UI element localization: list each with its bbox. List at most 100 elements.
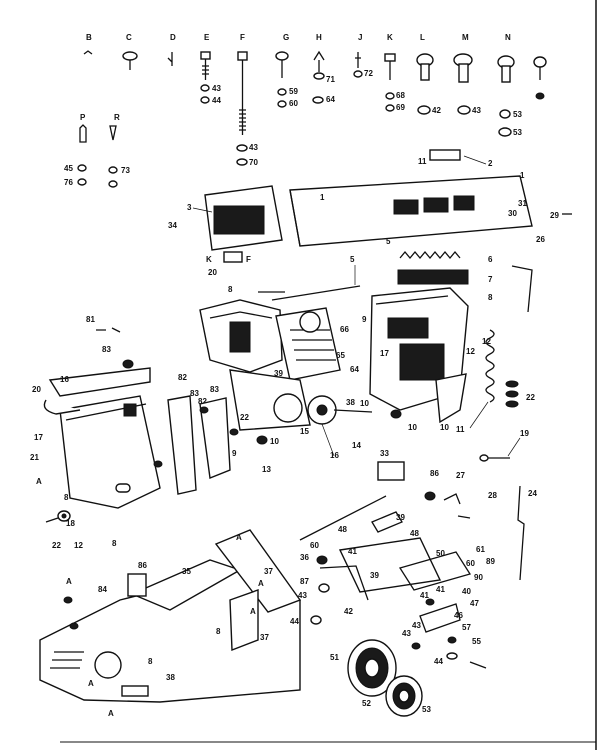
engine-assembly: 66 65 64 39 10 15 16 14 38 13 9 22 83 82 bbox=[198, 299, 373, 474]
callout-label: 43 bbox=[402, 629, 411, 638]
callout-label: 8 bbox=[64, 493, 69, 502]
callout-label: 64 bbox=[326, 95, 335, 104]
nut-icon bbox=[200, 84, 210, 92]
callout-label: 66 bbox=[340, 325, 349, 334]
panel-label: 1 bbox=[320, 193, 325, 202]
column-label-d: D bbox=[170, 33, 176, 42]
callout-label: 38 bbox=[166, 673, 175, 682]
wrench-icon bbox=[511, 265, 533, 313]
callout-label: 53 bbox=[513, 110, 522, 119]
nut-icon bbox=[385, 92, 395, 100]
carriage-bolt-l-icon bbox=[416, 53, 434, 81]
nut-icon bbox=[353, 70, 363, 78]
bracket-k: K F 20 bbox=[206, 251, 251, 277]
callout-label: 8 bbox=[488, 293, 493, 302]
air-cleaner bbox=[299, 311, 321, 333]
callout-label: 41 bbox=[420, 591, 429, 600]
callout-label: 87 bbox=[300, 577, 309, 586]
engine-head bbox=[275, 307, 341, 381]
spring-icon bbox=[485, 329, 495, 403]
foot-plate bbox=[121, 685, 149, 697]
mount-block bbox=[127, 573, 147, 597]
spring-icon bbox=[399, 250, 461, 260]
linkage-plate bbox=[338, 537, 442, 593]
callout-label: 41 bbox=[436, 585, 445, 594]
callout-label: 86 bbox=[138, 561, 147, 570]
control-panel-assembly: 1 11 2 1 5 31 30 29 bbox=[289, 149, 572, 247]
callout-label: 11 bbox=[418, 157, 427, 166]
callout-label: 40 bbox=[462, 587, 471, 596]
column-label-n: N bbox=[505, 33, 511, 42]
pulley-small: 53 bbox=[385, 675, 431, 717]
pin-r-icon bbox=[109, 125, 117, 141]
nut-icon bbox=[411, 642, 421, 650]
side-arm bbox=[214, 529, 302, 613]
panel-slot bbox=[393, 199, 419, 215]
callout-label: 22 bbox=[526, 393, 535, 402]
callout-label: 31 bbox=[518, 199, 527, 208]
callout-label: 17 bbox=[34, 433, 43, 442]
callout-label: 39 bbox=[274, 369, 283, 378]
callout-label: 81 bbox=[86, 315, 95, 324]
callout-label: 43 bbox=[298, 591, 307, 600]
throttle-rod: 8 5 bbox=[228, 255, 361, 301]
shroud-vent bbox=[387, 317, 429, 339]
washer-icon bbox=[200, 96, 210, 104]
coil-spring: 12 11 bbox=[456, 329, 495, 434]
hardware-row-2: P R 45 76 73 bbox=[64, 113, 130, 188]
callout-label: 42 bbox=[344, 607, 353, 616]
callout-label: 43 bbox=[412, 621, 421, 630]
nut-icon bbox=[499, 109, 511, 119]
callout-label: 8 bbox=[148, 657, 153, 666]
column-label-h: H bbox=[316, 33, 322, 42]
callout-label: 48 bbox=[338, 525, 347, 534]
callout-label: 50 bbox=[436, 549, 445, 558]
callout-label: 10 bbox=[440, 423, 449, 432]
washer-icon bbox=[236, 158, 248, 166]
callout-label: 47 bbox=[470, 599, 479, 608]
callout-label: 73 bbox=[121, 166, 130, 175]
letter-marker: A bbox=[258, 579, 264, 588]
lower-arm bbox=[229, 589, 259, 652]
callout-label: 24 bbox=[528, 489, 537, 498]
callout-label: 82 bbox=[198, 397, 207, 406]
wing-nut-h-icon bbox=[313, 50, 325, 80]
bracket-33: 33 bbox=[377, 449, 405, 481]
letter-marker: A bbox=[66, 577, 72, 586]
callout-label: 55 bbox=[472, 637, 481, 646]
callout-label: 72 bbox=[364, 69, 373, 78]
callout-label: 6 bbox=[488, 255, 493, 264]
axle-hole bbox=[94, 651, 122, 679]
callout-label: 61 bbox=[476, 545, 485, 554]
radiator-screen bbox=[397, 269, 469, 285]
callout-label: 37 bbox=[260, 633, 269, 642]
callout-label: 60 bbox=[466, 559, 475, 568]
callout-label: 43 bbox=[472, 106, 481, 115]
letter-marker: A bbox=[236, 533, 242, 542]
column-label-p: P bbox=[80, 113, 86, 122]
side-panel bbox=[59, 395, 161, 509]
callout-label: 59 bbox=[289, 87, 298, 96]
callout-label: 65 bbox=[336, 351, 345, 360]
callout-label: 20 bbox=[208, 268, 217, 277]
letter-marker: A bbox=[36, 477, 42, 486]
washer-icon bbox=[457, 105, 471, 115]
callout-label: 9 bbox=[232, 449, 237, 458]
callout-label: 57 bbox=[462, 623, 471, 632]
hardware-row-1: B C D E F G H J K L M N bbox=[83, 33, 547, 167]
callout-label: 28 bbox=[488, 491, 497, 500]
pin-d-icon bbox=[167, 52, 173, 66]
callout-label: 60 bbox=[310, 541, 319, 550]
bolt-k-icon bbox=[384, 53, 396, 80]
callout-label: 8 bbox=[216, 627, 221, 636]
callout-label: 39 bbox=[396, 513, 405, 522]
callout-label: 22 bbox=[52, 541, 61, 550]
callout-label: 12 bbox=[74, 541, 83, 550]
carriage-bolt-m-icon bbox=[453, 53, 473, 83]
column-label-f: F bbox=[240, 33, 245, 42]
column-label-j: J bbox=[358, 33, 362, 42]
bottom-chassis: A A A A A A 8 8 35 37 37 84 86 38 bbox=[39, 529, 302, 718]
callout-label: 10 bbox=[408, 423, 417, 432]
callout-label: 69 bbox=[396, 103, 405, 112]
callout-label: 1 bbox=[520, 171, 525, 180]
